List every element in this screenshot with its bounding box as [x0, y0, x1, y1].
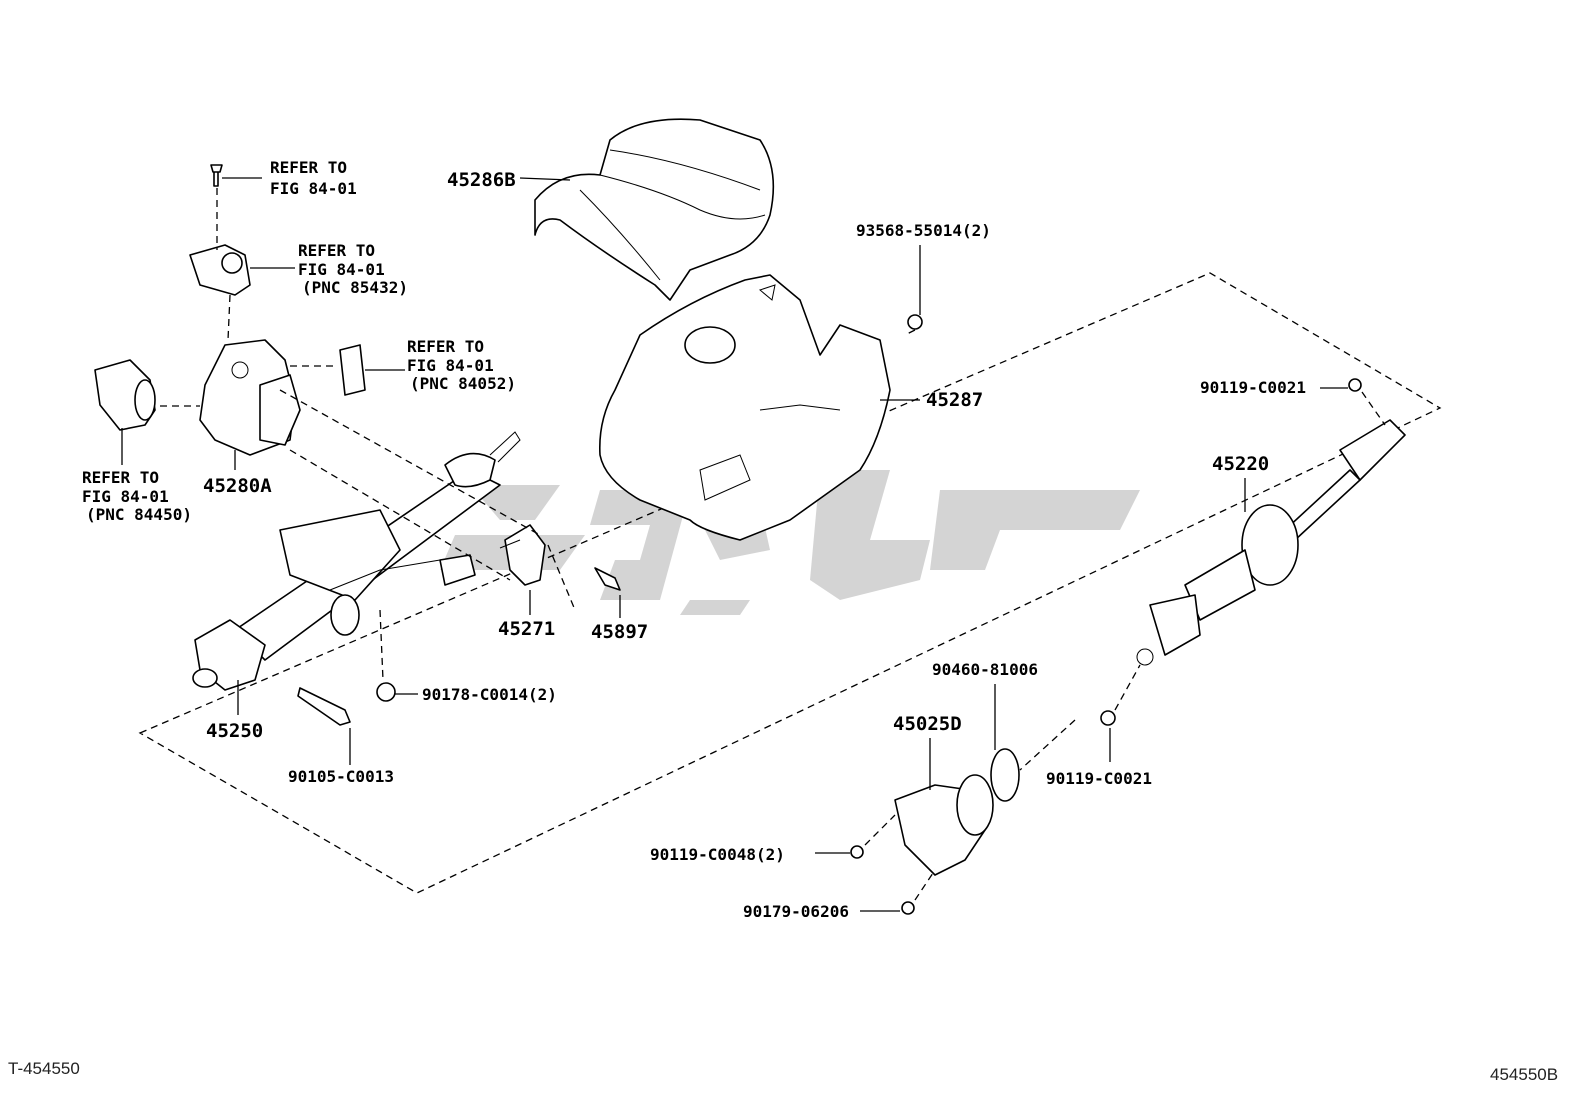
- refer-note-4: REFER TO FIG 84-01 (PNC 84450): [82, 468, 192, 524]
- callout-45286B: 45286B: [447, 169, 516, 191]
- callout-90119-top: 90119-C0021: [1200, 378, 1306, 397]
- refer-line: FIG 84-01: [82, 487, 169, 506]
- alignment-lines: [160, 188, 1386, 901]
- refer-line: (PNC 84450): [86, 505, 192, 524]
- switch-top: [189, 244, 251, 296]
- refer-note-1: REFER TO FIG 84-01: [270, 158, 357, 198]
- lower-column-cover: [598, 274, 891, 541]
- callout-45287: 45287: [926, 389, 983, 411]
- callout-90119-0048: 90119-C0048(2): [650, 845, 785, 864]
- callout-90179: 90179-06206: [743, 902, 849, 921]
- refer-note-3: REFER TO FIG 84-01 (PNC 84052): [407, 337, 516, 393]
- refer-line: REFER TO: [270, 158, 347, 177]
- assembly-boundary: [138, 272, 1442, 894]
- refer-line: REFER TO: [407, 337, 484, 356]
- callout-90119-mid: 90119-C0021: [1046, 769, 1152, 788]
- lock-housing: [199, 339, 301, 456]
- callout-45025D: 45025D: [893, 713, 962, 735]
- switch-right: [339, 344, 366, 396]
- refer-line: REFER TO: [82, 468, 159, 487]
- screw-icon: [210, 164, 223, 187]
- bolt-45897: [594, 567, 621, 591]
- upper-column-cover: [534, 118, 775, 301]
- steering-column: [192, 431, 521, 691]
- bolt-90119-mid-icon: [1100, 710, 1116, 726]
- switch-left: [94, 359, 156, 431]
- nut-90179-icon: [901, 901, 915, 915]
- callout-45220: 45220: [1212, 453, 1269, 475]
- callout-90178: 90178-C0014(2): [422, 685, 557, 704]
- intermediate-shaft: [1136, 419, 1406, 666]
- refer-line: FIG 84-01: [407, 356, 494, 375]
- callout-93568: 93568-55014(2): [856, 221, 991, 240]
- dust-boot: [894, 748, 1020, 876]
- callout-90460: 90460-81006: [932, 660, 1038, 679]
- refer-line: REFER TO: [298, 241, 375, 260]
- refer-line: FIG 84-01: [270, 179, 357, 198]
- callout-45271: 45271: [498, 618, 555, 640]
- bracket-45271: [504, 524, 546, 586]
- callout-45280A: 45280A: [203, 475, 272, 497]
- callout-45250: 45250: [206, 720, 263, 742]
- screw-93568-icon: [907, 314, 923, 330]
- footer-right: 454550B: [1490, 1065, 1558, 1084]
- callout-45897: 45897: [591, 621, 648, 643]
- refer-line: FIG 84-01: [298, 260, 385, 279]
- callout-90105: 90105-C0013: [288, 767, 394, 786]
- nut-90178-icon: [376, 682, 396, 702]
- bolt-90119-0048-icon: [850, 845, 864, 859]
- leader-lines: [121, 177, 1348, 912]
- refer-line: (PNC 85432): [302, 278, 408, 297]
- footer-left: T-454550: [8, 1059, 80, 1078]
- bolt-90105-icon: [297, 687, 351, 726]
- refer-note-2: REFER TO FIG 84-01 (PNC 85432): [298, 241, 408, 297]
- refer-line: (PNC 84052): [410, 374, 516, 393]
- bolt-90119-top-icon: [1348, 378, 1362, 392]
